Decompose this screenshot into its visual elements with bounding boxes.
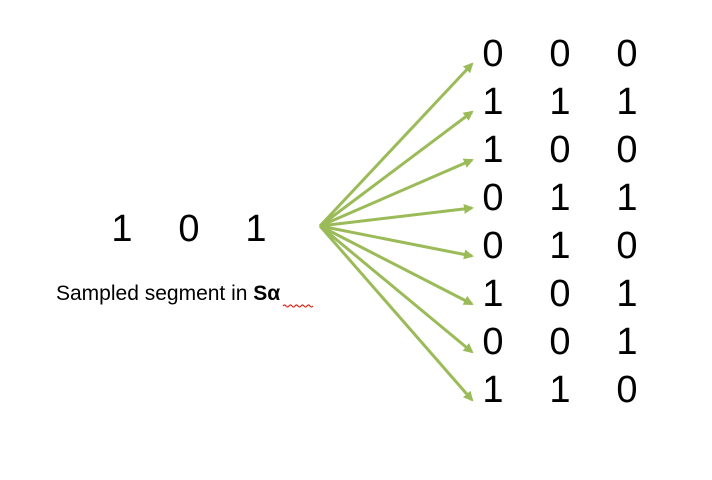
output-row-5: 0 1 0 [482,225,637,267]
arrow-1 [318,62,474,228]
caption-prefix: Sampled segment in [56,282,253,305]
arrow-2 [319,110,474,228]
output-row-3: 1 0 0 [482,129,637,171]
output-digit: 1 [482,81,503,123]
output-digit: 0 [549,321,570,363]
arrow-8 [318,225,474,402]
output-digit: 0 [482,177,503,219]
arrow-4 [319,203,474,228]
output-digit: 1 [482,129,503,171]
source-digit-3: 1 [245,208,266,250]
arrow-5 [319,224,474,260]
source-digit-1: 1 [111,208,132,250]
output-row-2: 1 1 1 [482,81,637,123]
output-digit: 0 [482,321,503,363]
output-digit: 1 [616,321,637,363]
arrow-group [318,62,474,402]
arrow-7 [319,224,474,354]
source-digit-2: 0 [178,208,199,250]
source-caption: Sampled segment in Sα [56,282,280,305]
caption-emphasis: Sα [253,282,280,305]
output-row-8: 1 1 0 [482,369,637,411]
arrow-3 [319,158,474,228]
output-digit: 1 [549,369,570,411]
spellcheck-underline [282,304,314,308]
output-digit: 0 [549,273,570,315]
output-digit: 1 [616,177,637,219]
output-digit: 0 [616,129,637,171]
output-digit: 0 [482,33,503,75]
output-digit: 0 [616,33,637,75]
output-digit: 1 [616,273,637,315]
output-digit: 0 [482,225,503,267]
output-digit: 1 [549,225,570,267]
output-digit: 1 [482,273,503,315]
output-digit: 0 [549,129,570,171]
output-digit: 1 [616,81,637,123]
arrow-6 [319,224,474,306]
output-row-1: 0 0 0 [482,33,637,75]
output-digit: 0 [549,33,570,75]
source-segment: 1 0 1 [111,208,266,250]
output-rows: 0 0 0 1 1 1 1 0 0 0 1 1 0 1 0 1 0 1 0 0 1 1 1 0 [482,33,637,411]
output-row-4: 0 1 1 [482,177,637,219]
output-digit: 1 [482,369,503,411]
output-digit: 0 [616,225,637,267]
output-row-7: 0 0 1 [482,321,637,363]
output-digit: 1 [549,81,570,123]
output-digit: 0 [616,369,637,411]
output-digit: 1 [549,177,570,219]
output-row-6: 1 0 1 [482,273,637,315]
